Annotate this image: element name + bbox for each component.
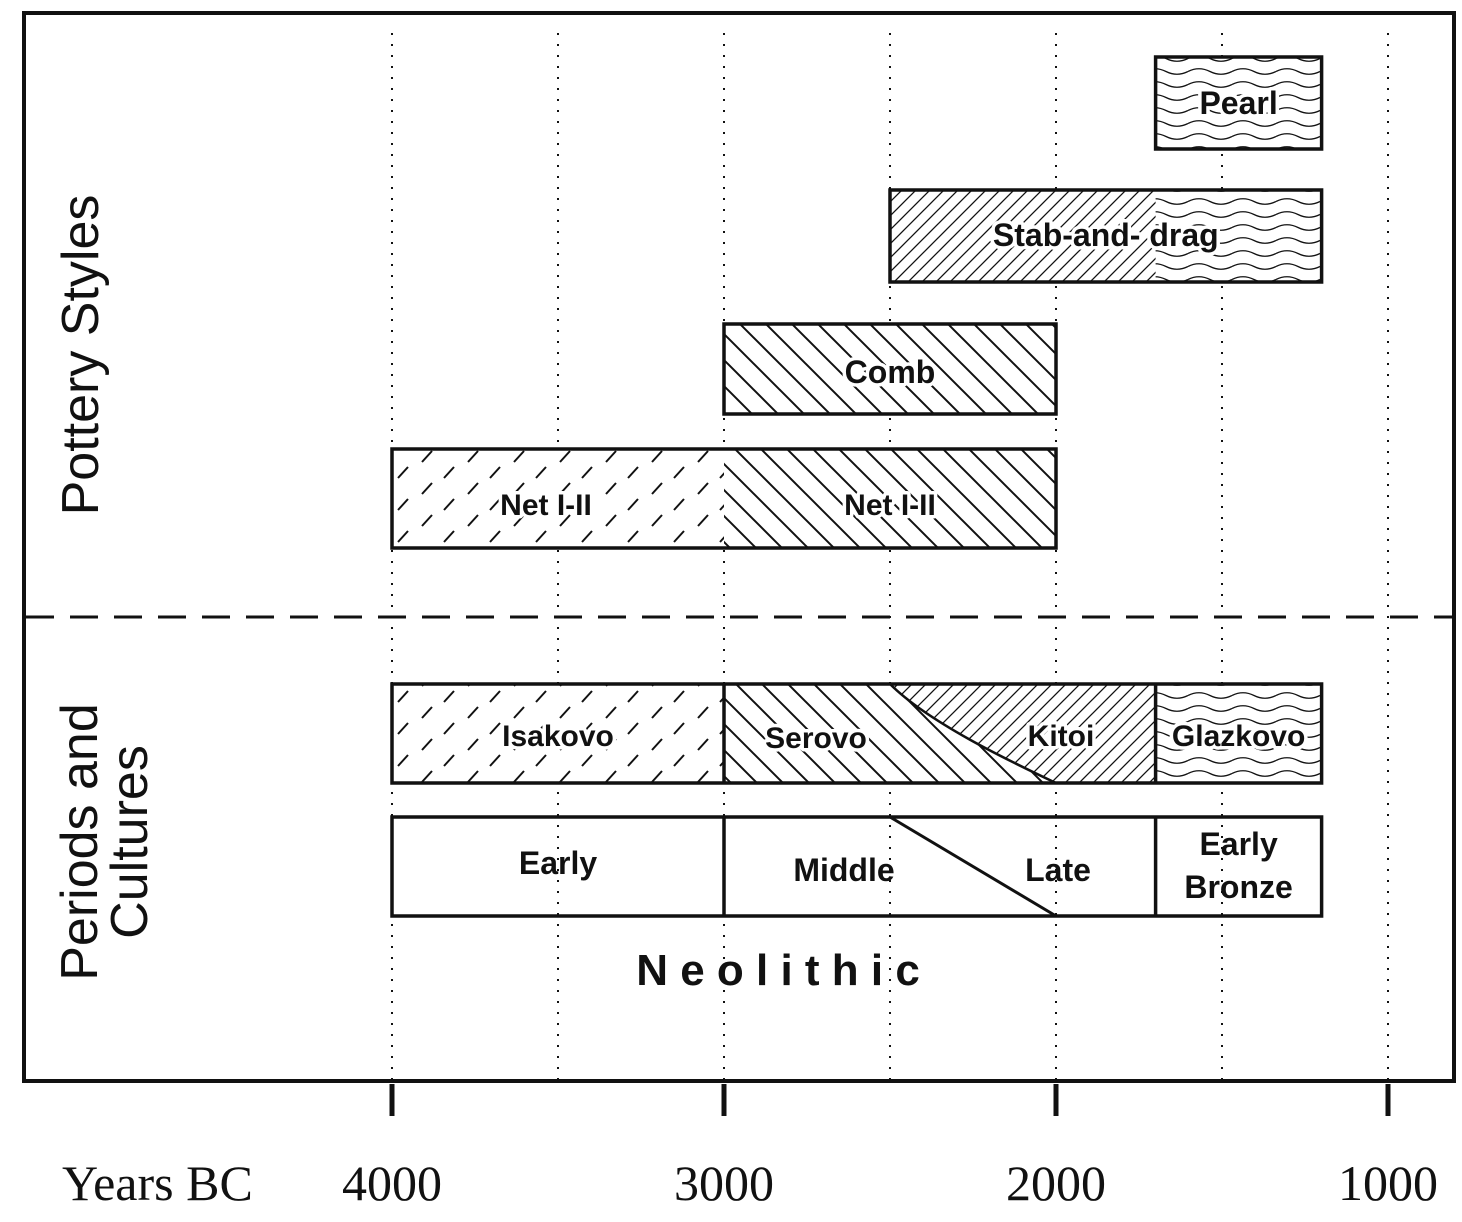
bar-pearl-fill: [1155, 57, 1322, 149]
bar-label-comb-halo: Comb: [845, 354, 936, 390]
x-tick-label-1000: 1000: [1338, 1155, 1438, 1211]
bar-stab-and-drag-wavy: [1155, 190, 1322, 282]
culture-kitoi-fill: [890, 684, 1156, 783]
period-label-early: Early: [519, 845, 597, 881]
culture-row-outline: [390, 682, 1324, 785]
culture-label-isakovo: Isakovo: [502, 720, 614, 753]
bar-label-net-early-halo: Net I-II: [500, 489, 592, 522]
x-tick-label-3000: 3000: [674, 1155, 774, 1211]
period-row-outline: [390, 815, 1324, 918]
culture-label-kitoi-halo: Kitoi: [1028, 720, 1095, 753]
period-middle-late-boundary: [889, 815, 1057, 918]
culture-label-kitoi: Kitoi: [1028, 720, 1095, 753]
plot-frame: [22, 11, 1456, 1083]
bar-net-early-fill: [392, 449, 724, 548]
bar-stab-and-drag: [888, 188, 1324, 284]
culture-label-serovo: Serovo: [765, 722, 867, 755]
x-tick-label-2000: 2000: [1006, 1155, 1106, 1211]
bar-net: [390, 447, 1058, 550]
culture-label-glazkovo-halo: Glazkovo: [1172, 720, 1305, 753]
x-axis-title: Years BC: [62, 1155, 253, 1211]
culture-label-isakovo-halo: Isakovo: [502, 720, 614, 753]
x-tick-label-4000: 4000: [342, 1155, 442, 1211]
bar-label-net-late-halo: Net I-II: [844, 489, 936, 522]
period-label-late: Late: [1025, 852, 1091, 888]
bar-label-net-late: Net I-II: [844, 489, 936, 522]
bar-label-comb: Comb: [845, 354, 936, 390]
bar-stab-and-drag-hatch: [890, 190, 1156, 282]
culture-label-serovo-halo: Serovo: [765, 722, 867, 755]
culture-glazkovo-fill: [1155, 684, 1322, 783]
bar-label-net-early: Net I-II: [500, 489, 592, 522]
bar-label-pearl-halo: Pearl: [1199, 85, 1277, 121]
bar-label-stab-and-drag: Stab-and- drag: [993, 217, 1219, 253]
section-title-periods-line2: Cultures: [101, 745, 159, 939]
period-label-early-bronze-1: Early: [1199, 826, 1277, 862]
culture-serovo-fill: [724, 684, 1056, 783]
bar-label-pearl: Pearl: [1199, 85, 1277, 121]
x-axis: 4000 3000 2000 1000: [342, 1084, 1438, 1211]
section-title-pottery-styles: Pottery Styles: [52, 195, 110, 516]
period-label-early-bronze-2: Bronze: [1184, 869, 1292, 905]
era-label-neolithic: N e o l i t h i c: [636, 946, 920, 995]
bar-pearl: [1153, 55, 1324, 151]
culture-label-glazkovo: Glazkovo: [1172, 720, 1305, 753]
bar-comb-fill: [724, 324, 1056, 414]
section-title-periods-line1: Periods and: [51, 703, 109, 981]
period-label-middle: Middle: [793, 852, 894, 888]
bar-net-late-fill: [724, 449, 1056, 548]
bar-label-stab-and-drag-halo: Stab-and- drag: [993, 217, 1219, 253]
bar-comb: [722, 322, 1058, 416]
culture-serovo-kitoi-boundary: [889, 683, 1057, 785]
culture-isakovo-fill: [392, 684, 724, 783]
